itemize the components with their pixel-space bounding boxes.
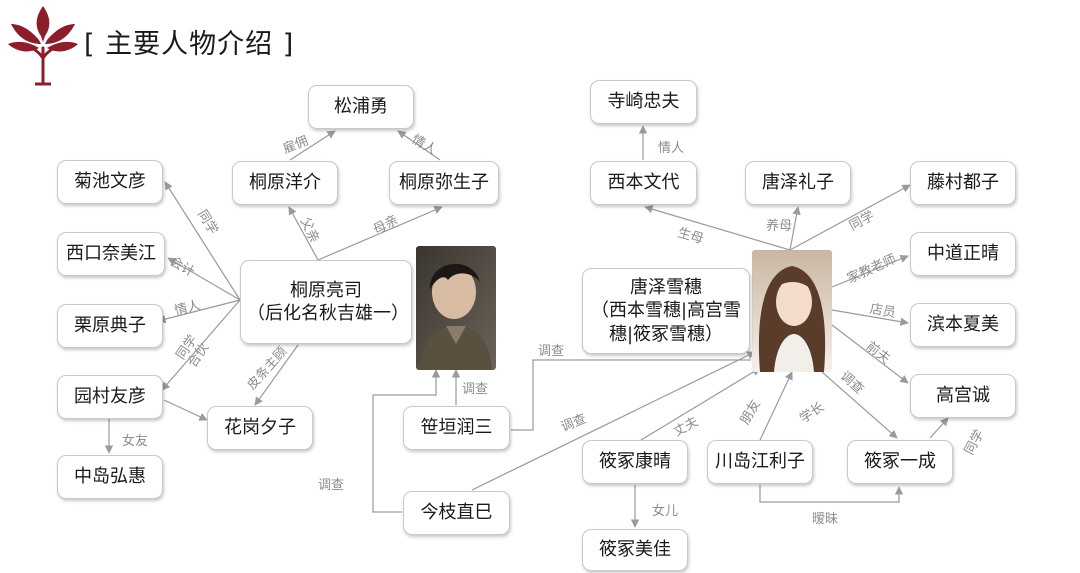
label-girlfriend: 女友: [122, 434, 149, 449]
edge-yukiho-takamiya: [831, 324, 909, 384]
edge-imaeda-ryoji: [372, 369, 441, 513]
label-investigate3: 调查: [538, 344, 565, 359]
label-investigate1: 调查: [462, 382, 489, 397]
node-shinozuka-kazunari: 筱冢一成: [847, 440, 953, 484]
node-karasawa-reiko: 唐泽礼子: [745, 161, 851, 205]
edge-sasagaki-yukiho: [511, 359, 751, 431]
edge-ryoji-hanaoka: [254, 344, 299, 406]
node-kikuchi: 菊池文彦: [57, 160, 163, 204]
edge-kawashima-yukiho: [759, 371, 793, 441]
edge-sonomura-hanaoka: [163, 399, 208, 421]
node-matsuura: 松浦勇: [308, 85, 414, 129]
edge-yukiho-reiko: [789, 206, 801, 251]
edge-yukiho-hamamoto: [831, 309, 909, 326]
label-investigate2: 调查: [318, 478, 345, 493]
maple-leaf-tree-logo-icon: [8, 6, 78, 86]
page-title: [ 主要人物介绍 ]: [84, 29, 295, 60]
edge-yukiho-kazunari: [821, 371, 898, 439]
edge-ryoji-kurihara: [157, 299, 241, 324]
label-lover3: 情人: [658, 141, 685, 156]
label-ambiguous: 暧昧: [812, 512, 839, 527]
node-imaeda: 今枝直巳: [403, 491, 510, 535]
edge-ryoji-nishiguchi: [167, 257, 241, 301]
label-adoptive-mother: 养母: [766, 219, 793, 234]
edge-kazunari-takamiya: [929, 417, 949, 439]
edge-yosuke-matsuura: [289, 130, 336, 161]
node-yukiho-text: 唐泽雪穗 （西本雪穗|高宫雪穗|筱冢雪穗）: [590, 276, 742, 345]
node-shinozuka-mika: 筱冢美佳: [582, 529, 688, 571]
edge-yasuharu-yukiho: [640, 367, 761, 441]
node-sasagaki: 笹垣润三: [403, 406, 510, 450]
node-nakamichi: 中道正晴: [910, 232, 1016, 276]
label-daughter: 女儿: [652, 504, 679, 519]
yukiho-portrait-photo: [752, 250, 832, 372]
node-fujimura: 藤村都子: [910, 161, 1016, 205]
node-hanaoka: 花岗夕子: [207, 406, 313, 450]
node-kurihara: 栗原典子: [57, 304, 163, 348]
node-hamamoto: 滨本夏美: [910, 303, 1016, 347]
node-nishiguchi: 西口奈美江: [57, 232, 165, 276]
node-nakajima: 中岛弘惠: [57, 455, 163, 499]
edge-yukiho-fujimura: [789, 184, 911, 251]
edge-ryoji-sonomura: [161, 299, 241, 391]
node-sonomura: 园村友彦: [57, 375, 163, 419]
node-nishimoto: 西本文代: [590, 161, 697, 205]
node-ryoji-text: 桐原亮司 （后化名秋吉雄一）: [247, 279, 409, 324]
ryoji-portrait-photo: [416, 246, 496, 370]
edge-kawashima-kazunari: [759, 485, 904, 503]
edge-yukiho-nakamichi: [831, 254, 909, 288]
node-shinozuka-yasuharu: 筱冢康晴: [582, 440, 688, 484]
edge-imaeda-yukiho: [471, 351, 756, 491]
node-takamiya: 高宫诚: [910, 374, 1016, 418]
edge-yukiho-nishimoto: [644, 205, 791, 251]
node-yukiho: 唐泽雪穗 （西本雪穗|高宫雪穗|筱冢雪穗）: [582, 268, 750, 354]
node-kawashima: 川岛江利子: [707, 440, 813, 484]
edge-ryoji-yaeko: [317, 206, 443, 261]
node-ryoji: 桐原亮司 （后化名秋吉雄一）: [240, 260, 412, 344]
node-kirihara-yosuke: 桐原洋介: [232, 161, 338, 205]
node-teramoto: 寺崎忠夫: [590, 80, 697, 124]
edge-ryoji-kikuchi: [164, 181, 241, 301]
edge-yaeko-matsuura: [397, 130, 441, 161]
edge-ryoji-yosuke: [288, 206, 319, 261]
node-kirihara-yaeko: 桐原弥生子: [389, 161, 499, 205]
